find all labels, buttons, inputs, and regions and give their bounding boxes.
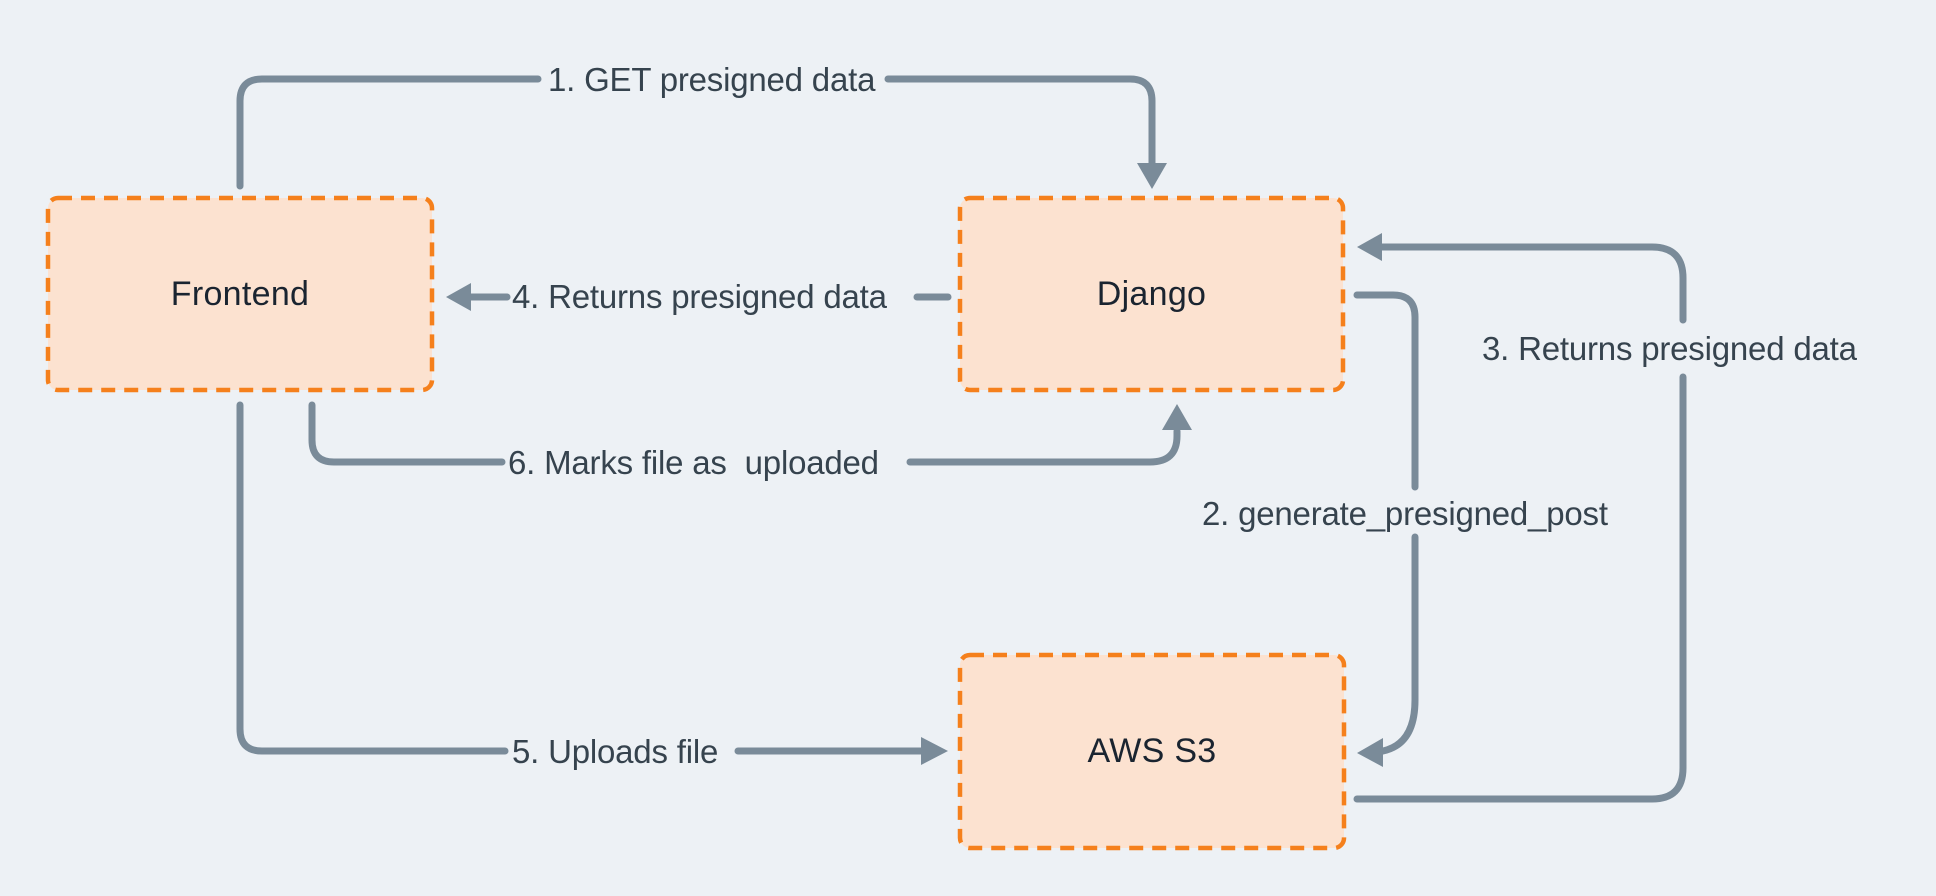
- edge-4-returns-presigned-data: [446, 283, 952, 311]
- django-node-label: Django: [1096, 274, 1207, 313]
- aws-s3-node-box: [957, 652, 1347, 851]
- arrow-left-icon: [1357, 738, 1383, 767]
- edge-label-5: 5. Uploads file: [512, 733, 719, 770]
- arrow-left-icon: [1357, 233, 1382, 261]
- arrow-right-icon: [921, 737, 948, 765]
- edge-label-2: 2. generate_presigned_post: [1202, 495, 1608, 532]
- frontend-node-label: Frontend: [170, 274, 310, 313]
- arrow-up-icon: [1162, 404, 1192, 430]
- edge-label-1: 1. GET presigned data: [548, 61, 876, 98]
- arrow-left-icon: [446, 283, 471, 311]
- edge-3-returns-presigned-data: [1353, 233, 1687, 803]
- edge-2-generate-presigned-post: [1353, 291, 1419, 767]
- frontend-node-box: [45, 195, 435, 393]
- edge-5-uploads-file: [236, 401, 948, 765]
- edge-1-get-presigned-data: [236, 75, 1167, 190]
- edge-label-3: 3. Returns presigned data: [1482, 330, 1857, 367]
- django-node-box: [957, 195, 1346, 393]
- aws-s3-node-label: AWS S3: [1087, 732, 1217, 770]
- edge-6-marks-file-uploaded: [308, 401, 1192, 466]
- edge-label-6: 6. Marks file as uploaded: [508, 444, 879, 481]
- arrow-down-icon: [1137, 163, 1167, 189]
- edge-label-4: 4. Returns presigned data: [512, 278, 887, 315]
